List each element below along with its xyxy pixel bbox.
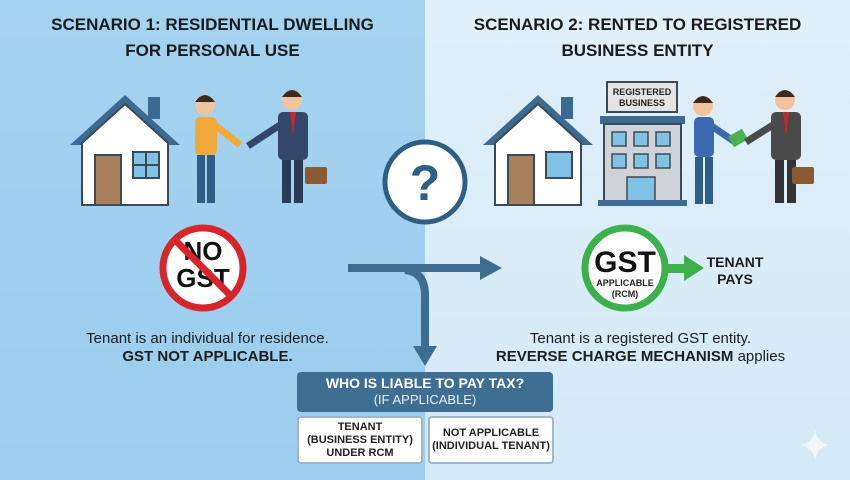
- tenant-business-person-icon: [693, 96, 748, 204]
- question-icon: ?: [382, 139, 468, 225]
- tenant-person-icon: [195, 95, 243, 203]
- svg-text:(RCM): (RCM): [612, 289, 639, 299]
- liability-heading-box: WHO IS LIABLE TO PAY TAX?(IF APPLICABLE): [297, 372, 553, 412]
- registered-business-building-icon: REGISTERED BUSINESS: [598, 81, 687, 206]
- svg-text:REGISTERED: REGISTERED: [613, 87, 672, 97]
- no-gst-badge: NO GST: [159, 224, 247, 312]
- sparkle-icon: [800, 430, 830, 460]
- svg-text:APPLICABLE: APPLICABLE: [596, 278, 654, 288]
- briefcase-icon: [792, 167, 814, 184]
- landlord-person-icon: [744, 90, 814, 203]
- flow-arrows: [348, 256, 502, 366]
- house-icon: [70, 95, 180, 206]
- house-icon: [483, 95, 593, 206]
- svg-text:GST: GST: [594, 246, 656, 279]
- money-icon: [728, 128, 748, 148]
- landlord-person-icon: [246, 90, 327, 203]
- option-individual-tenant: NOT APPLICABLE(INDIVIDUAL TENANT): [428, 416, 554, 464]
- option-business-entity: TENANT(BUSINESS ENTITY)UNDER RCM: [297, 416, 423, 464]
- scenario-1-description: Tenant is an individual for residence.GS…: [86, 330, 329, 365]
- briefcase-icon: [305, 167, 327, 184]
- svg-text:?: ?: [410, 155, 441, 211]
- svg-text:BUSINESS: BUSINESS: [619, 98, 665, 108]
- gst-applicable-badge: GST APPLICABLE (RCM): [581, 224, 704, 312]
- scenario-2-description: Tenant is a registered GST entity.REVERS…: [495, 330, 786, 365]
